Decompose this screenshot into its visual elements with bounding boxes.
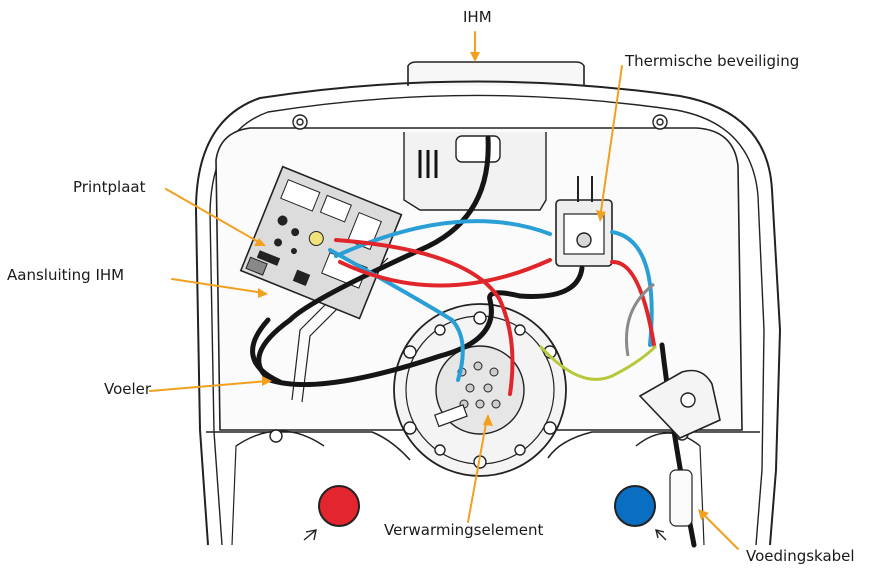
center-bracket	[403, 132, 547, 211]
lower-flange	[206, 431, 760, 461]
label-thermal-protection: Thermische beveiliging	[625, 52, 800, 70]
housing-outer	[194, 80, 782, 546]
label-pcb: Printplaat	[73, 178, 146, 196]
leader-ihm-connection	[171, 278, 265, 294]
leader-power-cable	[700, 511, 739, 550]
leader-heating-element	[467, 417, 488, 523]
cable-clamp	[638, 369, 721, 527]
label-ihm: IHM	[463, 8, 492, 26]
leader-lines	[149, 31, 739, 550]
leader-arrowheads	[254, 52, 709, 520]
label-sensor: Voeler	[104, 380, 152, 398]
label-heating-element: Verwarmingselement	[384, 521, 544, 539]
cold-water-outlet	[614, 485, 656, 527]
wire-red	[334, 238, 656, 396]
leader-sensor	[149, 380, 269, 392]
thermal-cutout	[555, 176, 613, 267]
heating-element-flange	[393, 303, 567, 477]
leader-thermal	[599, 65, 623, 219]
wire-grey	[624, 282, 655, 357]
label-power-cable: Voedingskabel	[746, 547, 855, 565]
wire-green-yellow	[538, 344, 658, 381]
hot-water-outlet	[318, 485, 360, 527]
leader-pcb	[165, 188, 263, 245]
ihm-module	[407, 61, 585, 86]
label-ihm-connection: Aansluiting IHM	[7, 266, 125, 284]
